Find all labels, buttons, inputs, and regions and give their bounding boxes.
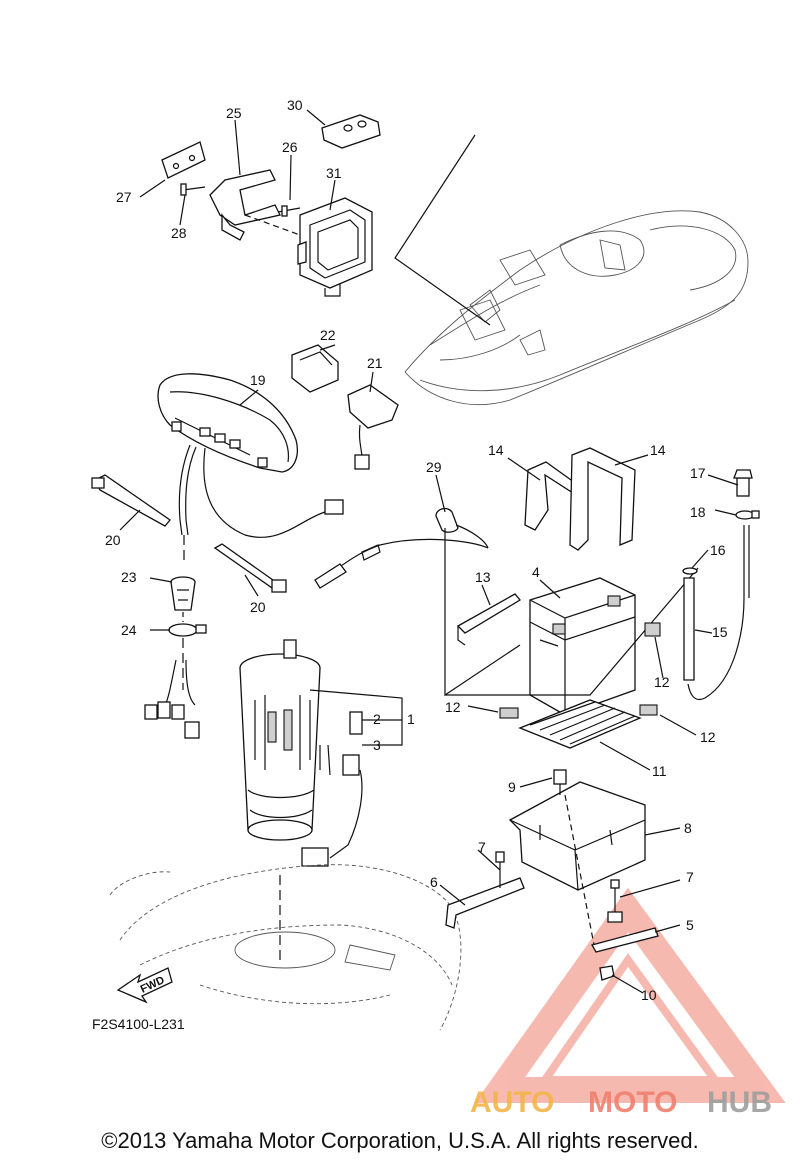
switch-lower <box>347 384 399 470</box>
battery-band-bracket <box>591 927 659 953</box>
callout-27: 27 <box>116 189 132 205</box>
watermark-moto: MOTO <box>588 1086 677 1119</box>
callout-8: 8 <box>684 820 692 836</box>
watercraft-outline <box>404 210 749 406</box>
watermark-auto: AUTO <box>470 1086 554 1119</box>
vent-hose <box>683 525 750 701</box>
callout-21: 21 <box>367 355 383 371</box>
callout-20-lower: 20 <box>250 599 266 615</box>
multifunction-meter <box>157 373 344 560</box>
callout-6: 6 <box>430 874 438 890</box>
screw <box>553 769 567 795</box>
rubber-pad <box>499 707 519 719</box>
callout-12-left: 12 <box>445 699 461 715</box>
callout-22: 22 <box>320 327 336 343</box>
callout-15: 15 <box>712 624 728 640</box>
callout-10: 10 <box>641 987 657 1003</box>
wire-harness-connector <box>144 659 200 739</box>
bolt <box>607 879 623 923</box>
receiver-module <box>244 197 373 297</box>
callout-12-right: 12 <box>654 674 670 690</box>
callout-7-left: 7 <box>478 839 486 855</box>
callout-20-upper: 20 <box>105 532 121 548</box>
callout-26: 26 <box>282 139 298 155</box>
callout-14-right: 14 <box>650 442 666 458</box>
fuel-pump-assembly <box>239 639 363 867</box>
sensor-cable <box>314 507 489 589</box>
hose-clamp-fitting <box>735 510 760 520</box>
callout-30: 30 <box>287 97 303 113</box>
callout-labels: 30 25 26 31 27 28 22 21 19 20 20 23 24 2… <box>105 97 728 1003</box>
cable-tie-upper <box>91 474 171 527</box>
cable-tie-lower <box>213 543 287 593</box>
callout-3: 3 <box>373 737 381 753</box>
battery-mat <box>518 699 642 749</box>
fwd-label: FWD <box>139 974 167 995</box>
callout-9: 9 <box>508 779 516 795</box>
leader-line-callout <box>444 528 699 697</box>
callout-2: 2 <box>373 711 381 727</box>
rubber-pad <box>639 704 658 716</box>
hose-clamp-vent <box>682 567 698 575</box>
callout-1: 1 <box>407 711 415 727</box>
callout-5: 5 <box>686 917 694 933</box>
watermark-logo-triangle <box>474 887 786 1103</box>
callout-leaders <box>119 109 739 994</box>
callout-25: 25 <box>226 105 242 121</box>
stay-bracket <box>445 851 525 929</box>
rubber-pad <box>644 622 661 637</box>
hose-clamp-small <box>168 623 207 637</box>
leader-line-callout <box>309 689 403 746</box>
mounting-bracket <box>161 141 301 241</box>
battery-strap-right <box>569 447 636 551</box>
grommet <box>170 576 196 611</box>
callout-29: 29 <box>426 459 442 475</box>
fwd-arrow <box>116 967 173 1004</box>
callout-7-right: 7 <box>686 869 694 885</box>
diagram-code: F2S4100-L231 <box>92 1016 185 1032</box>
callout-12-lower: 12 <box>700 729 716 745</box>
callout-24: 24 <box>121 622 137 638</box>
leader-line-callout <box>394 134 491 326</box>
battery-box <box>508 781 646 891</box>
watermark-hub: HUB <box>707 1086 772 1119</box>
battery-plate <box>456 593 521 646</box>
callout-18: 18 <box>690 504 706 520</box>
callout-13: 13 <box>475 569 491 585</box>
remote-key-fob <box>321 114 381 149</box>
leader-line-callout <box>564 794 596 951</box>
callout-19: 19 <box>250 372 266 388</box>
fuel-tank-outline <box>109 864 462 1031</box>
callout-31: 31 <box>326 165 342 181</box>
watermark-text: AUTO MOTO HUB <box>470 1086 772 1119</box>
callout-11: 11 <box>652 763 667 779</box>
vent-fitting <box>733 469 753 497</box>
callout-23: 23 <box>121 569 137 585</box>
callout-16: 16 <box>710 542 726 558</box>
leader-line-callout <box>369 371 374 393</box>
callout-14-left: 14 <box>488 442 504 458</box>
callout-4: 4 <box>532 564 540 580</box>
switch-upper <box>291 344 339 393</box>
callout-28: 28 <box>171 225 187 241</box>
callout-17: 17 <box>690 465 706 481</box>
copyright-notice: ©2013 Yamaha Motor Corporation, U.S.A. A… <box>101 1128 699 1153</box>
leader-line-callout <box>319 344 336 351</box>
